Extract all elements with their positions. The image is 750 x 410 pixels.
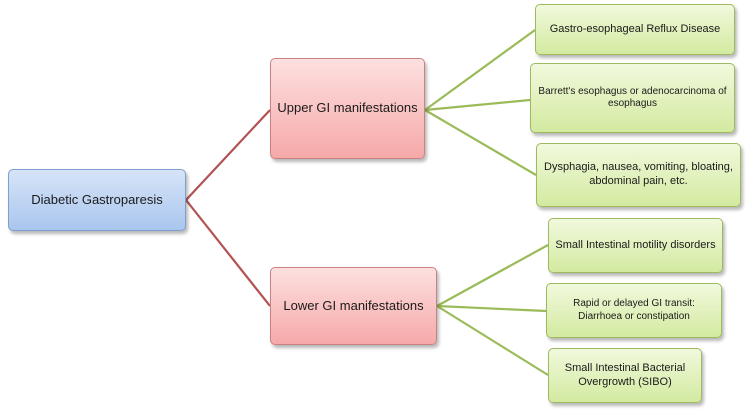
leaf-node-lower-3: Small Intestinal Bacterial Overgrowth (S… — [548, 348, 702, 403]
leaf-node-upper-3-label: Dysphagia, nausea, vomiting, bloating, a… — [544, 161, 733, 187]
root-node: Diabetic Gastroparesis — [8, 169, 186, 231]
leaf-node-lower-2: Rapid or delayed GI transit: Diarrhoea o… — [546, 283, 722, 338]
connector-lower-leaf-1 — [436, 244, 549, 307]
connector-upper-leaf-1 — [424, 29, 536, 111]
leaf-node-lower-1-label: Small Intestinal motility disorders — [555, 238, 716, 251]
root-node-label: Diabetic Gastroparesis — [31, 191, 163, 207]
branch-node-lower: Lower GI manifestations — [270, 267, 437, 345]
connector-upper-leaf-3 — [424, 109, 537, 176]
leaf-node-lower-2-label: Rapid or delayed GI transit: Diarrhoea o… — [573, 298, 695, 322]
leaf-node-upper-1: Gastro-esophageal Reflux Disease — [535, 4, 735, 55]
leaf-node-upper-1-label: Gastro-esophageal Reflux Disease — [549, 22, 721, 35]
branch-node-upper-label: Upper GI manifestations — [277, 100, 418, 116]
connector-lower-leaf-2 — [436, 304, 547, 313]
leaf-node-upper-2: Barrett's esophagus or adenocarcinoma of… — [530, 63, 735, 133]
branch-node-upper: Upper GI manifestations — [270, 58, 425, 159]
leaf-node-upper-3: Dysphagia, nausea, vomiting, bloating, a… — [536, 143, 741, 207]
connector-lower-leaf-3 — [436, 305, 549, 376]
branch-node-lower-label: Lower GI manifestations — [283, 297, 424, 313]
leaf-node-lower-3-label: Small Intestinal Bacterial Overgrowth (S… — [564, 361, 686, 388]
connector-root-upper — [185, 109, 271, 201]
leaf-node-upper-2-label: Barrett's esophagus or adenocarcinoma of… — [538, 85, 727, 110]
leaf-node-lower-1: Small Intestinal motility disorders — [548, 218, 723, 273]
connector-root-lower — [185, 199, 271, 307]
connector-upper-leaf-2 — [424, 98, 531, 112]
